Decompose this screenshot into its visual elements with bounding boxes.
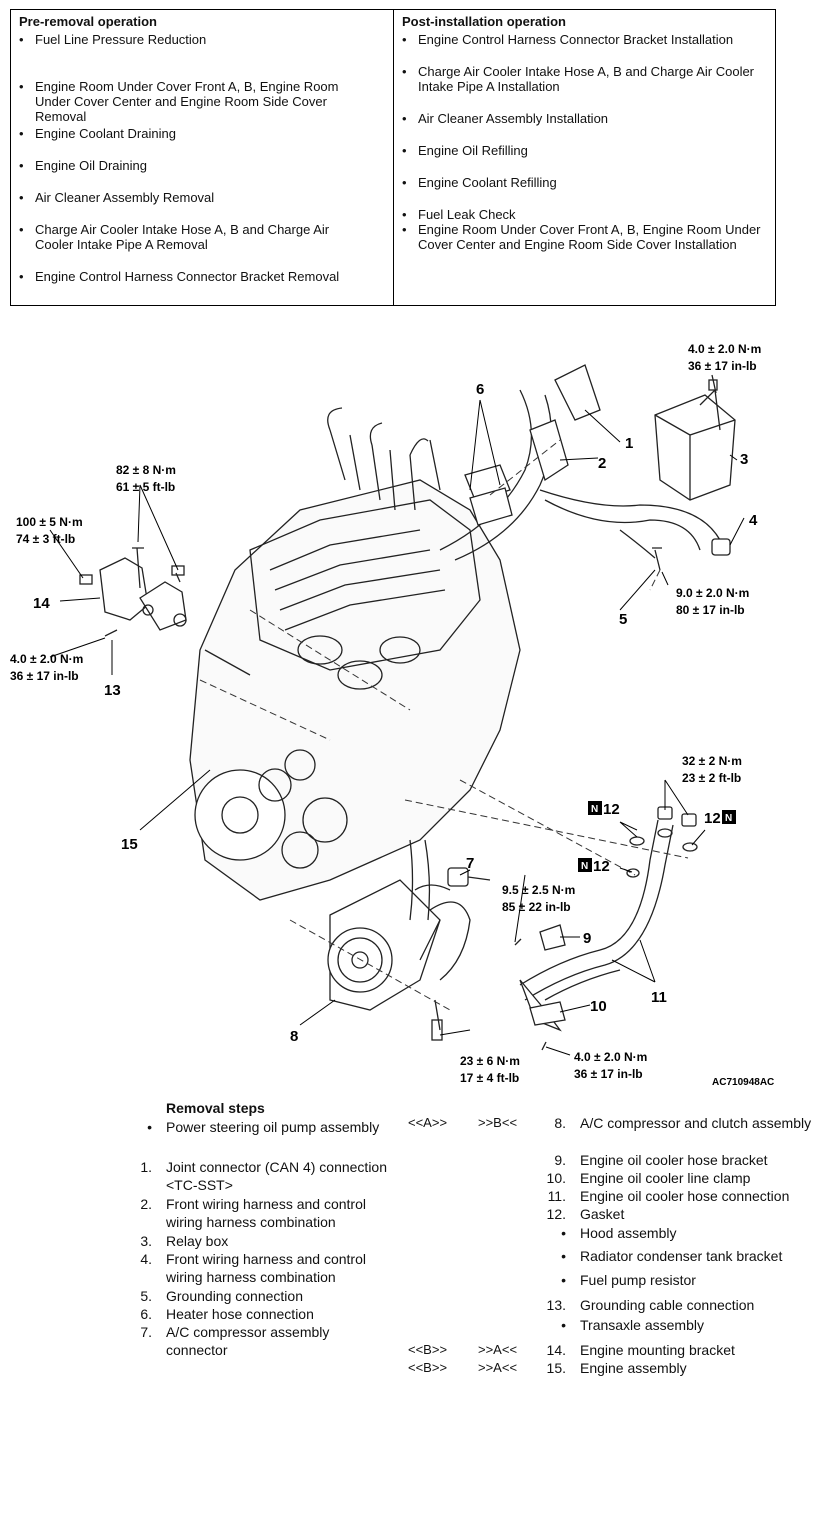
new-part-badge — [578, 858, 592, 872]
callout-number: 9 — [583, 930, 591, 947]
torque-label: 100 ± 5 N·m — [16, 515, 83, 529]
pre-removal-item: •Air Cleaner Assembly Removal — [19, 190, 215, 205]
removal-steps-title: Removal steps — [166, 1100, 265, 1116]
pre-removal-item: •Engine Room Under Cover Front A, B, Eng… — [19, 79, 339, 124]
callout-number: 13 — [104, 682, 121, 699]
torque-label: 4.0 ± 2.0 N·m — [574, 1050, 647, 1064]
callout-number: 12 — [593, 858, 610, 875]
post-installation-heading: Post-installation operation — [402, 14, 566, 29]
post-installation-item: •Fuel Leak Check — [402, 207, 516, 222]
removal-step: •Radiator condenser tank bracket — [561, 1248, 783, 1264]
pre-removal-item: •Engine Coolant Draining — [19, 126, 176, 141]
removal-step: 6.Heater hose connection — [140, 1306, 314, 1322]
removal-mark: <<B>> — [408, 1360, 448, 1375]
new-part-badge — [588, 801, 602, 815]
torque-label: 9.0 ± 2.0 N·m — [676, 586, 749, 600]
pre-removal-column: Pre-removal operation •Fuel Line Pressur… — [11, 10, 394, 305]
engine-block-drawing — [79, 364, 736, 1051]
callout-number: 14 — [33, 595, 50, 612]
engine-exploded-diagram: 4.0 ± 2.0 N·m 36 ± 17 in-lb 82 ± 8 N·m 6… — [0, 320, 817, 1100]
removal-step: 15.Engine assembly — [546, 1360, 687, 1376]
removal-step: •Hood assembly — [561, 1225, 677, 1241]
callout-number: 2 — [598, 455, 606, 472]
removal-steps: Removal steps •Power steering oil pump a… — [0, 1098, 817, 1398]
callout-number: 4 — [749, 512, 758, 529]
torque-label: 61 ± 5 ft-lb — [116, 480, 175, 494]
torque-label: 80 ± 17 in-lb — [676, 603, 745, 617]
removal-step: 9.Engine oil cooler hose bracket — [554, 1152, 768, 1168]
torque-label: 82 ± 8 N·m — [116, 463, 176, 477]
callout-number: 11 — [651, 989, 667, 1006]
callout-number: 6 — [476, 381, 484, 398]
removal-mark: <<A>> — [408, 1115, 448, 1130]
removal-step: 2.Front wiring harness and control wirin… — [140, 1196, 366, 1230]
removal-step: 4.Front wiring harness and control wirin… — [140, 1251, 366, 1285]
torque-label: 32 ± 2 N·m — [682, 754, 742, 768]
post-installation-item: •Air Cleaner Assembly Installation — [402, 111, 609, 126]
torque-label: 4.0 ± 2.0 N·m — [688, 342, 761, 356]
torque-label: 36 ± 17 in-lb — [10, 669, 79, 683]
figure-code: AC710948AC — [712, 1077, 774, 1088]
torque-label: 36 ± 17 in-lb — [688, 359, 757, 373]
removal-step: •Power steering oil pump assembly — [147, 1119, 380, 1135]
removal-step: 10.Engine oil cooler line clamp — [546, 1170, 751, 1186]
callout-number: 15 — [121, 836, 138, 853]
torque-label: 4.0 ± 2.0 N·m — [10, 652, 83, 666]
callout-number: 10 — [590, 998, 607, 1015]
torque-label: 36 ± 17 in-lb — [574, 1067, 643, 1081]
post-installation-item: •Engine Coolant Refilling — [402, 175, 557, 190]
callout-number: 8 — [290, 1028, 298, 1045]
removal-step: 13.Grounding cable connection — [546, 1297, 755, 1313]
installation-mark: >>A<< — [478, 1360, 518, 1375]
post-installation-item: •Engine Room Under Cover Front A, B, Eng… — [402, 222, 761, 252]
callout-number: 7 — [466, 855, 474, 872]
torque-label: 23 ± 2 ft-lb — [682, 771, 741, 785]
callout-number: 1 — [625, 435, 633, 452]
torque-label: 85 ± 22 in-lb — [502, 900, 571, 914]
torque-label: 23 ± 6 N·m — [460, 1054, 520, 1068]
operations-table: Pre-removal operation •Fuel Line Pressur… — [10, 9, 776, 306]
torque-label: 9.5 ± 2.5 N·m — [502, 883, 575, 897]
removal-step: 5.Grounding connection — [140, 1288, 303, 1304]
removal-step: 7.A/C compressor assembly connector — [140, 1324, 330, 1358]
post-installation-item: •Engine Control Harness Connector Bracke… — [402, 32, 734, 47]
torque-label: 74 ± 3 ft-lb — [16, 532, 75, 546]
removal-step: 3.Relay box — [140, 1233, 229, 1249]
removal-mark: <<B>> — [408, 1342, 448, 1357]
installation-mark: >>B<< — [478, 1115, 518, 1130]
new-part-badge-letter: N — [725, 813, 732, 824]
callout-number: 3 — [740, 451, 748, 468]
engine-diagram-svg: 4.0 ± 2.0 N·m 36 ± 17 in-lb 82 ± 8 N·m 6… — [10, 342, 774, 1088]
removal-step: •Fuel pump resistor — [561, 1272, 696, 1288]
removal-step: 1.Joint connector (CAN 4) connection <TC… — [140, 1159, 387, 1193]
removal-step: 12.Gasket — [546, 1206, 625, 1222]
post-installation-item: •Engine Oil Refilling — [402, 143, 528, 158]
pre-removal-item: •Charge Air Cooler Intake Hose A, B and … — [19, 222, 330, 252]
post-installation-column: Post-installation operation •Engine Cont… — [394, 10, 775, 305]
pre-removal-item: •Engine Control Harness Connector Bracke… — [19, 269, 340, 284]
new-part-badge-letter: N — [591, 804, 598, 815]
removal-step: •Transaxle assembly — [561, 1317, 704, 1333]
pre-removal-item: •Fuel Line Pressure Reduction — [19, 32, 207, 47]
leader-lines — [49, 399, 745, 1056]
callout-number: 12 — [603, 801, 620, 818]
installation-mark: >>A<< — [478, 1342, 518, 1357]
torque-label: 17 ± 4 ft-lb — [460, 1071, 519, 1085]
pre-removal-heading: Pre-removal operation — [19, 14, 157, 29]
new-part-badge — [722, 810, 736, 824]
removal-step: 8.A/C compressor and clutch assembly — [554, 1115, 812, 1131]
assembly-lines — [199, 439, 689, 1011]
pre-removal-item: •Engine Oil Draining — [19, 158, 148, 173]
callout-number: 5 — [619, 611, 627, 628]
new-part-badge-letter: N — [581, 861, 588, 872]
callout-number: 12 — [704, 810, 721, 827]
post-installation-item: •Charge Air Cooler Intake Hose A, B and … — [402, 64, 755, 94]
removal-step: 14.Engine mounting bracket — [546, 1342, 735, 1358]
removal-step: 11.Engine oil cooler hose connection — [547, 1188, 790, 1204]
